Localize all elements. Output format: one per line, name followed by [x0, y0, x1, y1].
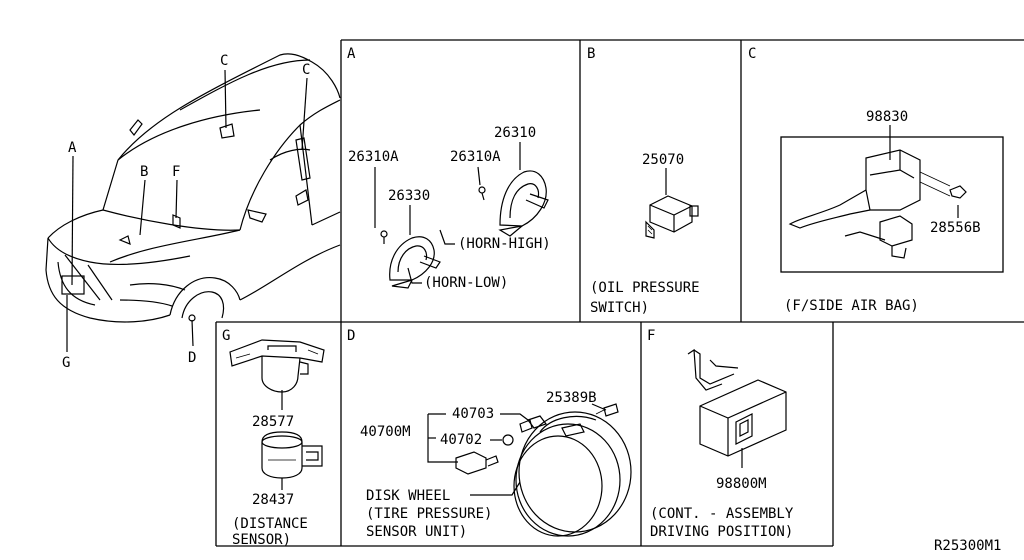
- callout-letter: C: [302, 62, 310, 78]
- panel-b-oil-switch: B 25070 (OIL PRESSURE SWITCH): [587, 46, 700, 316]
- callout-letter: B: [140, 164, 148, 180]
- panel-letter: F: [647, 328, 655, 344]
- callout-letter: C: [220, 53, 228, 69]
- disk-wheel-part: [513, 411, 632, 537]
- panel-d-tire-sensor: D 40703 25389B 40700M 40702 DISK WHEEL (…: [347, 328, 632, 540]
- part-number-98830: 98830: [866, 109, 908, 125]
- panel-c-airbag: C 98830 28556B (F/SIDE AIR BAG): [748, 46, 1004, 314]
- caption-disk-wheel: DISK WHEEL: [366, 488, 450, 504]
- callout-letter: D: [188, 350, 196, 366]
- part-number-40703: 40703: [452, 406, 494, 422]
- panel-f-control-assembly: F 98800M (CONT. - ASSEMBLY DRIVING POSIT…: [647, 328, 794, 540]
- part-number-28577: 28577: [252, 414, 294, 430]
- caption-cont-assembly: (CONT. - ASSEMBLY: [650, 506, 794, 522]
- caption-horn-low: (HORN-LOW): [424, 275, 508, 291]
- horn-high-part: [478, 170, 549, 237]
- car-body-outline: [45, 53, 341, 323]
- part-number-40700m: 40700M: [360, 424, 411, 440]
- part-number-98800m: 98800M: [716, 476, 767, 492]
- caption-driving-position: DRIVING POSITION): [650, 524, 793, 540]
- tire-pressure-sensor-parts: [455, 403, 619, 475]
- panel-frame: [215, 39, 1024, 547]
- caption-switch: SWITCH): [590, 300, 649, 316]
- distance-sensor-unit-part: [261, 431, 323, 479]
- part-number-26310a-left: 26310A: [348, 149, 399, 165]
- caption-side-airbag: (F/SIDE AIR BAG): [784, 298, 919, 314]
- part-number-28556b: 28556B: [930, 220, 981, 236]
- part-number-26310: 26310: [494, 125, 536, 141]
- part-number-25389b: 25389B: [546, 390, 597, 406]
- part-number-26310a-right: 26310A: [450, 149, 501, 165]
- part-number-28437: 28437: [252, 492, 294, 508]
- car-callout-g: G: [62, 295, 70, 371]
- callout-letter: A: [68, 140, 77, 156]
- horn-low-part: [380, 230, 441, 289]
- control-unit-part: [687, 348, 787, 457]
- car-callout-d: D: [188, 319, 196, 366]
- oil-pressure-switch-part: [645, 195, 699, 239]
- callout-letter: G: [62, 355, 70, 371]
- caption-tire-pressure: (TIRE PRESSURE): [366, 506, 492, 522]
- caption-distance: (DISTANCE: [232, 516, 308, 532]
- car-callout-b: B: [139, 164, 148, 236]
- distance-sensor-bracket-part: [229, 339, 325, 393]
- airbag-detail-box: [780, 136, 1004, 273]
- car-callout-c-pillar: C: [301, 62, 310, 151]
- callout-letter: F: [172, 164, 180, 180]
- car-callout-a: A: [68, 140, 77, 286]
- side-airbag-sensor-part: [788, 149, 967, 259]
- car-callout-c-windshield: C: [220, 53, 228, 129]
- panel-letter: B: [587, 46, 595, 62]
- caption-oil-pressure: (OIL PRESSURE: [590, 280, 700, 296]
- reference-code: R25300M1: [934, 538, 1001, 554]
- caption-horn-high: (HORN-HIGH): [458, 236, 551, 252]
- part-number-26330: 26330: [388, 188, 430, 204]
- car-callout-f: F: [172, 164, 180, 219]
- panel-letter: C: [748, 46, 756, 62]
- caption-sensor-unit: SENSOR UNIT): [366, 524, 467, 540]
- caption-sensor: SENSOR): [232, 532, 291, 548]
- panel-letter: A: [347, 46, 356, 62]
- panel-a-horns: A 26310A 26310A 26330 26310 (HORN-HIGH) …: [347, 46, 551, 291]
- panel-letter: D: [347, 328, 355, 344]
- panel-letter: G: [222, 328, 230, 344]
- vehicle-overview: A B C C F G D: [45, 53, 341, 371]
- panel-g-distance-sensor: G 28577 28437 (DISTANCE SENSOR): [222, 328, 325, 548]
- part-number-40702: 40702: [440, 432, 482, 448]
- part-number-25070: 25070: [642, 152, 684, 168]
